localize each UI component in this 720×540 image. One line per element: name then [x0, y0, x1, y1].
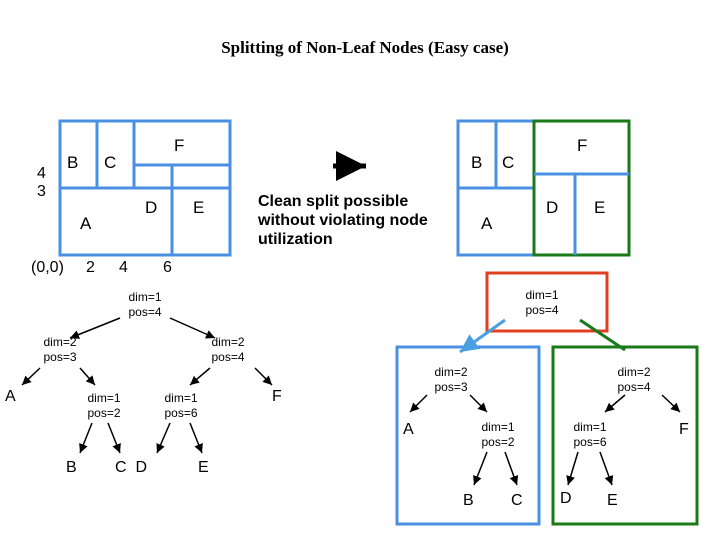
rt-right-box	[551, 345, 699, 526]
rt-edge-r-f	[661, 394, 681, 413]
right-green-box	[532, 119, 631, 257]
rt-edge-l-a	[409, 394, 428, 413]
right-region-f: F	[577, 136, 588, 155]
lt-edge-l-lc	[79, 367, 96, 386]
x-tick-4: 4	[119, 259, 128, 276]
lt-edge-r-f	[254, 367, 273, 386]
rt-edge-rc-d	[566, 451, 579, 486]
left-region-e: E	[193, 198, 205, 217]
right-region-a: A	[481, 214, 493, 233]
rt-root-node: dim=1 pos=4	[525, 288, 559, 317]
x-tick-origin: (0,0)	[31, 259, 64, 276]
lt-edge-root-left	[69, 317, 121, 339]
lt-root-node: dim=1 pos=4	[128, 290, 162, 319]
right-region-e: E	[594, 198, 606, 217]
rt-leaf-b: B	[463, 492, 474, 509]
rt-right-child-node: dim=1 pos=6	[573, 420, 607, 449]
lt-edge-lc-cd	[107, 422, 121, 454]
lt-left-node: dim=2 pos=3	[43, 335, 77, 364]
rt-right-node: dim=2 pos=4	[617, 365, 651, 394]
left-region-d: D	[145, 198, 158, 217]
left-region-a: A	[80, 214, 92, 233]
x-tick-6: 6	[163, 259, 172, 276]
left-region-b: B	[67, 153, 79, 172]
lt-right-child-node: dim=1 pos=6	[164, 391, 198, 420]
rt-root-box	[485, 271, 609, 333]
lt-leaf-cd: C D	[115, 459, 147, 476]
left-region-c: C	[104, 153, 117, 172]
lt-left-child-node: dim=1 pos=2	[87, 391, 121, 420]
lt-right-node: dim=2 pos=4	[211, 335, 245, 364]
rt-edge-lc-c	[504, 451, 519, 486]
rt-edge-root-right	[579, 318, 626, 352]
lt-edge-rc-d	[156, 422, 171, 454]
rt-edge-r-rc	[604, 394, 626, 413]
lt-leaf-a: A	[5, 388, 16, 405]
lt-edge-rc-e	[189, 422, 203, 454]
page-title: Splitting of Non-Leaf Nodes (Easy case)	[221, 38, 509, 57]
rt-left-node: dim=2 pos=3	[434, 365, 468, 394]
rt-leaf-a: A	[403, 421, 414, 438]
rt-leaf-f: F	[679, 421, 689, 438]
lt-leaf-b: B	[66, 459, 77, 476]
left-region-f: F	[174, 136, 185, 155]
lt-leaf-e: E	[198, 459, 209, 476]
rt-leaf-c: C	[511, 492, 523, 509]
y-tick-4: 4	[37, 165, 46, 182]
note-text: Clean split possible without violating n…	[258, 193, 428, 248]
lt-edge-r-rc	[189, 367, 211, 386]
rt-leaf-d: D	[560, 490, 572, 507]
lt-edge-lc-b	[79, 422, 93, 454]
rt-left-child-node: dim=1 pos=2	[481, 420, 515, 449]
right-region-c: C	[502, 153, 515, 172]
x-tick-2: 2	[86, 259, 95, 276]
y-tick-3: 3	[37, 183, 46, 200]
rt-edge-l-lc	[469, 394, 488, 413]
right-region-d: D	[546, 198, 559, 217]
right-region-b: B	[471, 153, 483, 172]
lt-edge-l-a	[21, 367, 41, 386]
rt-edge-rc-e	[599, 451, 614, 486]
lt-leaf-f: F	[272, 388, 282, 405]
rt-edge-lc-b	[473, 451, 488, 486]
rt-edge-root-left	[459, 318, 506, 354]
rt-leaf-e: E	[607, 492, 618, 509]
lt-edge-root-right	[169, 317, 216, 339]
